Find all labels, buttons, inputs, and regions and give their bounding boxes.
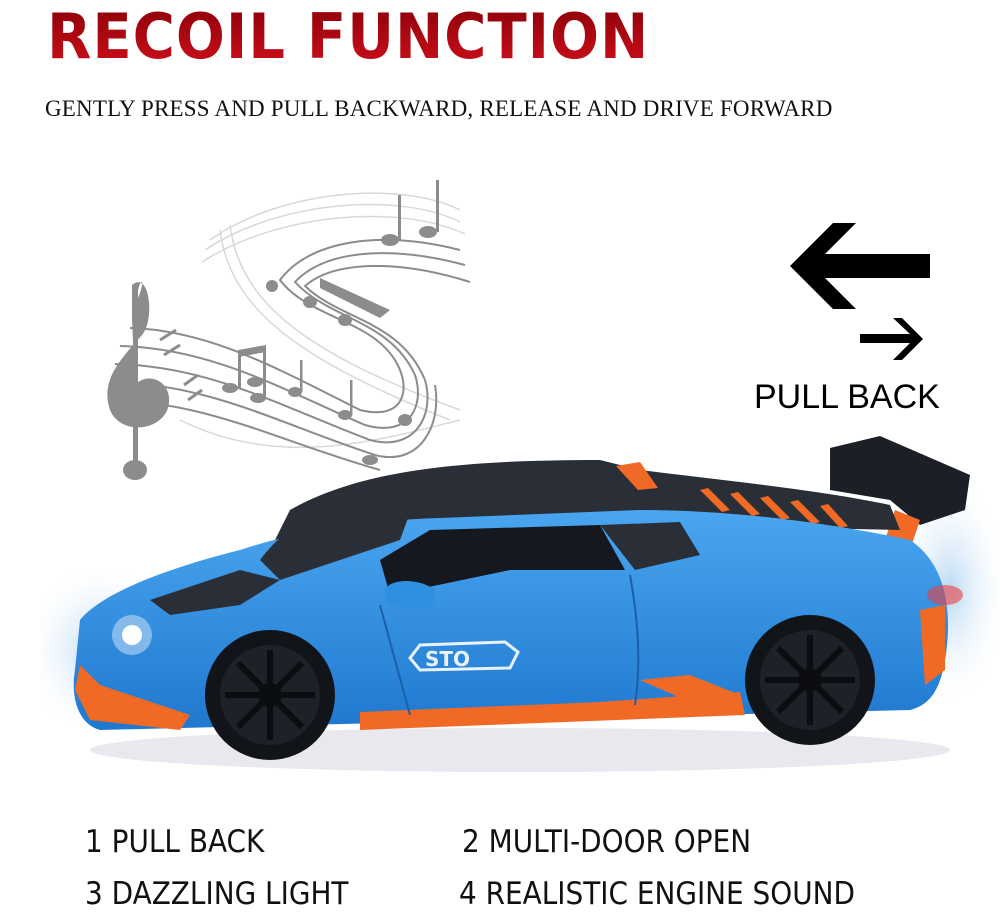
pull-back-label: PULL BACK [754,378,940,416]
feature-pull-back: 1 PULL BACK [85,824,265,860]
sports-car-image: STO [40,436,1000,772]
music-notes-icon [107,180,471,480]
feature-dazzling-light: 3 DAZZLING LIGHT [85,876,349,912]
sto-badge: STO [408,640,520,672]
pull-back-arrows-icon [790,223,930,360]
feature-realistic-engine-sound: 4 REALISTIC ENGINE SOUND [459,876,855,912]
svg-text:STO: STO [425,647,470,671]
feature-multi-door-open: 2 MULTI-DOOR OPEN [462,824,752,860]
page-title: RECOIL FUNCTION [47,0,650,73]
subtitle: GENTLY PRESS AND PULL BACKWARD, RELEASE … [45,96,833,121]
